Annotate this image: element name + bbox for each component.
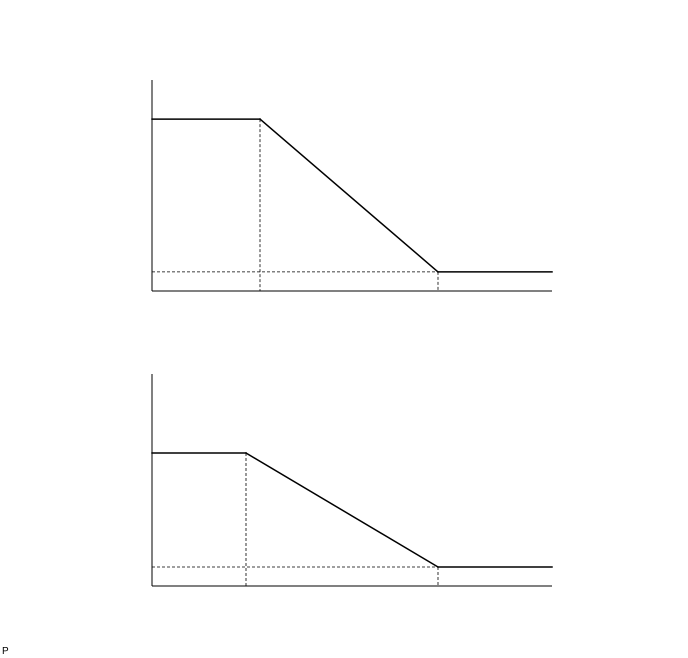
corner-label: P [2, 646, 9, 657]
top-graph [151, 80, 553, 292]
curve-segment [244, 451, 440, 569]
bottom-graph [151, 374, 553, 587]
curve-segment [258, 118, 440, 273]
